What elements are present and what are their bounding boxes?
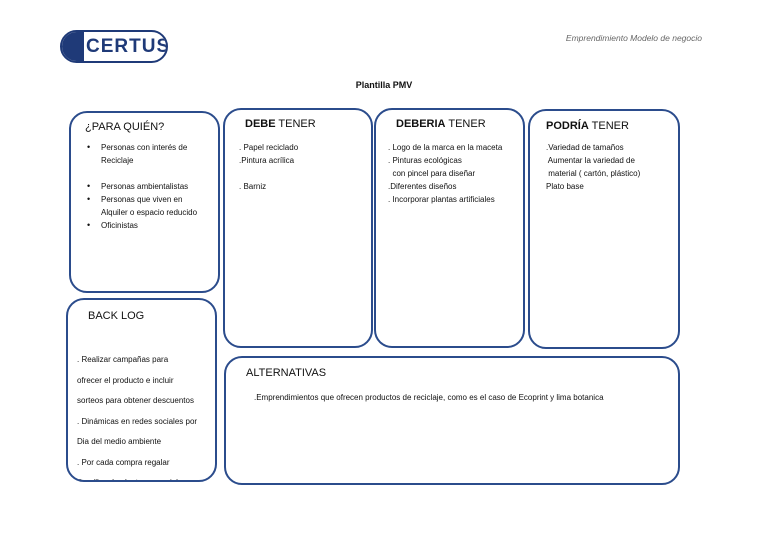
- list-item: Personas ambientalistas: [83, 180, 197, 193]
- alternativas-text: .Emprendimientos que ofrecen productos d…: [254, 393, 604, 402]
- list-item: . Logo de la marca en la maceta: [388, 143, 503, 152]
- list-item: material ( cartón, plástico): [546, 169, 641, 178]
- list-item: Personas con interés de Reciclaje: [83, 141, 197, 167]
- logo-text: CERTUS: [86, 36, 168, 57]
- debe-tener-box: DEBE TENER . Papel reciclado .Pintura ac…: [223, 108, 373, 348]
- alternativas-box: ALTERNATIVAS .Emprendimientos que ofrece…: [224, 356, 680, 485]
- list-item: Aumentar la variedad de: [546, 156, 635, 165]
- podria-tener-box: PODRÍA TENER .Variedad de tamaños Aument…: [528, 109, 680, 349]
- logo-mark: [62, 32, 84, 61]
- deberia-tener-box: DEBERIA TENER . Logo de la marca en la m…: [374, 108, 525, 348]
- list-item: Semillas de plantas especiales: [77, 473, 197, 480]
- list-item: .Pintura acrílica: [239, 156, 295, 165]
- list-item: Plato base: [546, 182, 584, 191]
- list-item: . Dinámicas en redes sociales por: [77, 416, 198, 426]
- list-item: . Realizar campañas para: [77, 355, 169, 364]
- certus-logo: CERTUS: [60, 30, 168, 63]
- list-item: . Incorporar plantas artificiales: [388, 195, 495, 204]
- debe-tener-list: . Papel reciclado .Pintura acrílica . Ba…: [239, 141, 298, 193]
- para-quien-list: Personas con interés de Reciclaje Person…: [83, 141, 197, 232]
- para-quien-title: ¿PARA QUIÉN?: [85, 121, 165, 133]
- list-item: . Pinturas ecológicas: [388, 156, 462, 165]
- list-item: sorteos para obtener descuentos: [77, 396, 194, 405]
- list-item: . Papel reciclado: [239, 143, 299, 152]
- list-item: . Por cada compra regalar: [77, 457, 170, 467]
- deberia-tener-title: DEBERIA TENER: [396, 118, 486, 130]
- list-item: Personas que viven en Alquiler o espacio…: [83, 193, 197, 219]
- debe-tener-title: DEBE TENER: [245, 118, 316, 130]
- list-item: .Diferentes diseños: [388, 182, 457, 191]
- podria-tener-list: .Variedad de tamaños Aumentar la varieda…: [546, 141, 640, 193]
- list-item: Dia del medio ambiente: [77, 437, 162, 446]
- list-item: ofrecer el producto e incluir: [77, 375, 174, 385]
- page-title: Plantilla PMV: [355, 80, 413, 90]
- list-item: . Barniz: [239, 182, 267, 191]
- backlog-list: . Realizar campañas para ofrecer el prod…: [77, 350, 198, 480]
- podria-tener-title: PODRÍA TENER: [546, 120, 629, 132]
- list-item: .Variedad de tamaños: [546, 143, 624, 152]
- list-item: con pincel para diseñar: [388, 169, 476, 178]
- alternativas-title: ALTERNATIVAS: [246, 367, 327, 379]
- para-quien-box: ¿PARA QUIÉN? Personas con interés de Rec…: [69, 111, 220, 293]
- backlog-title: BACK LOG: [88, 310, 145, 322]
- header-note: Emprendimiento Modelo de negocio: [565, 33, 702, 43]
- backlog-box: BACK LOG . Realizar campañas para ofrece…: [66, 298, 217, 482]
- deberia-tener-list: . Logo de la marca en la maceta . Pintur…: [388, 141, 502, 206]
- list-item: Oficinistas: [83, 219, 197, 232]
